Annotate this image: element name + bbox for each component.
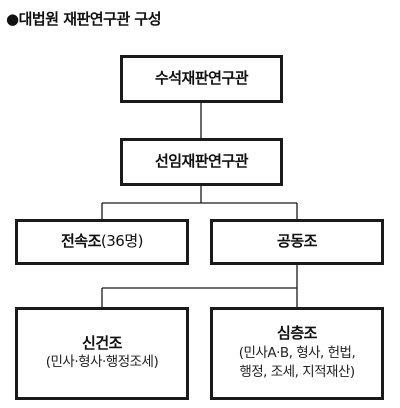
node-detail: (민사·형사·행정조세) xyxy=(45,354,159,371)
chart-title: ●대법원 재판연구관 구성 xyxy=(6,10,162,28)
node-label: 신건조 xyxy=(82,333,122,352)
node-detail-line1: (민사A·B, 형사, 헌법, xyxy=(238,344,356,361)
node-label-row: 전속조(36명) xyxy=(61,232,144,252)
node-count: (36명) xyxy=(100,232,144,251)
node-label: 심층조 xyxy=(277,324,317,343)
node-new-case-team: 신건조 (민사·형사·행정조세) xyxy=(15,307,189,400)
node-label: 전속조 xyxy=(61,232,101,251)
node-chief-research-judge: 수석재판연구관 xyxy=(120,55,283,103)
node-label: 공동조 xyxy=(277,232,317,251)
node-in-depth-team: 심층조 (민사A·B, 형사, 헌법, 행정, 조세, 지적재산) xyxy=(210,307,384,400)
node-detail-line2: 행정, 조세, 지적재산) xyxy=(239,364,355,381)
node-label: 수석재판연구관 xyxy=(154,69,249,88)
node-senior-research-judge: 선임재판연구관 xyxy=(120,138,283,186)
node-label: 선임재판연구관 xyxy=(154,152,249,171)
node-joint-team: 공동조 xyxy=(210,219,384,265)
node-exclusive-team: 전속조(36명) xyxy=(15,219,189,265)
